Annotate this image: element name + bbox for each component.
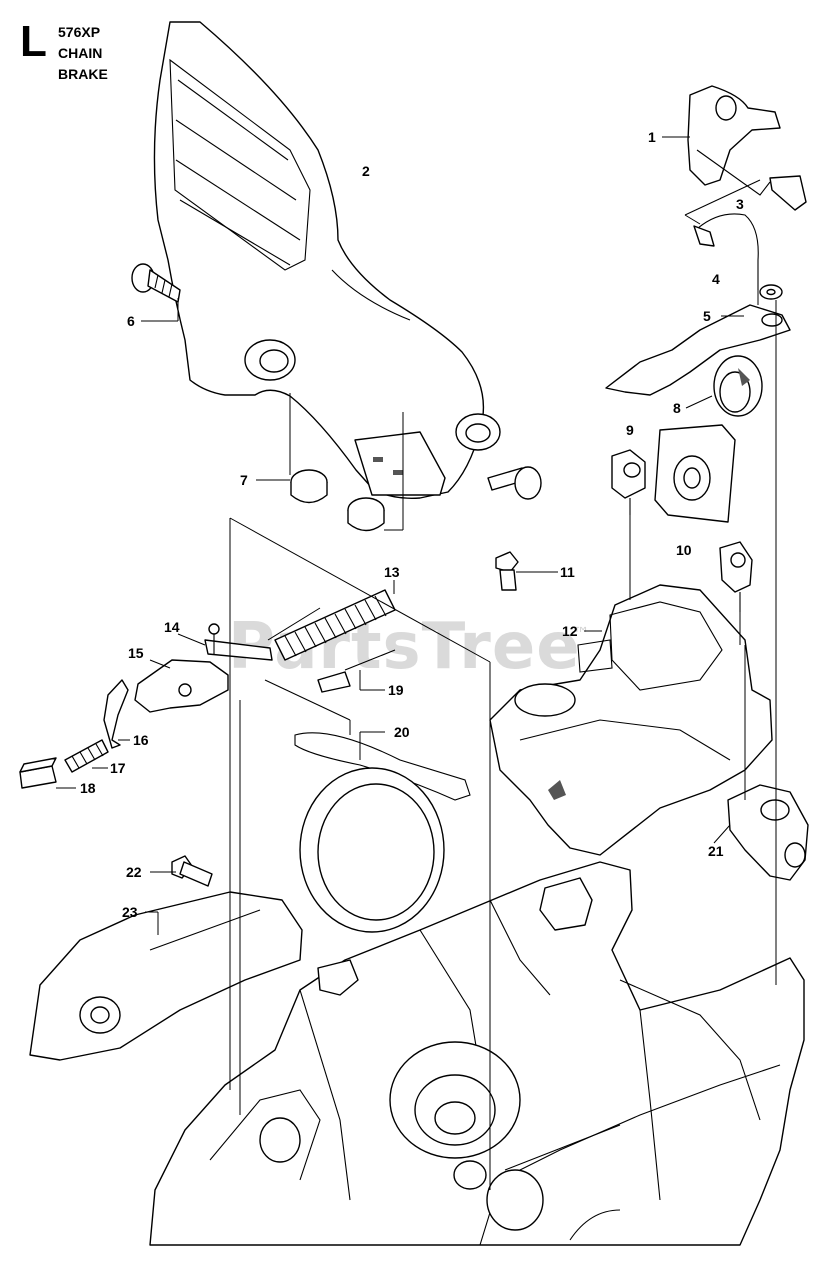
callout-18: 18 [80, 780, 96, 796]
callout-15: 15 [128, 645, 144, 661]
washer-part-4[interactable] [759, 284, 783, 300]
callout-16: 16 [133, 732, 149, 748]
callout-17: 17 [110, 760, 126, 776]
callout-11: 11 [560, 564, 575, 580]
callout-12: 12 [562, 623, 578, 639]
brake-lever-part-5[interactable] [605, 304, 791, 396]
hand-guard-part-2[interactable] [153, 21, 501, 499]
crankcase-body [149, 861, 805, 1246]
assembly-lines [229, 179, 777, 1190]
section-title-line-1: CHAIN [58, 45, 103, 61]
lever-part-16[interactable] [103, 679, 129, 749]
bolt-part-22[interactable] [171, 855, 213, 887]
watermark-tm: ™ [572, 624, 590, 645]
block-part-18[interactable] [19, 757, 57, 789]
bushing-part-7[interactable] [290, 469, 385, 532]
callout-4: 4 [712, 271, 720, 287]
callout-3: 3 [736, 196, 744, 212]
callout-23: 23 [122, 904, 138, 920]
brake-housing-part-12[interactable] [489, 584, 773, 856]
callout-22: 22 [126, 864, 142, 880]
section-letter: L [20, 17, 47, 66]
callout-6: 6 [127, 313, 135, 329]
callout-8: 8 [673, 400, 681, 416]
callout-20: 20 [394, 724, 410, 740]
callout-21: 21 [708, 843, 724, 859]
pin-part-19[interactable] [317, 649, 396, 693]
section-title-line-2: BRAKE [58, 66, 108, 82]
callout-10: 10 [676, 542, 692, 558]
callout-1: 1 [648, 129, 656, 145]
bracket-block[interactable] [654, 424, 736, 523]
callout-2: 2 [362, 163, 370, 179]
spring-part-13[interactable] [274, 589, 396, 661]
latch-part-15[interactable] [134, 659, 229, 713]
small-spring-part-17[interactable] [64, 739, 109, 773]
model-number: 576XP [58, 24, 101, 40]
cap-part-8[interactable] [713, 355, 763, 417]
callout-leaders [56, 136, 744, 935]
coupling-part-10[interactable] [719, 541, 753, 612]
cover-part-21[interactable] [727, 784, 809, 881]
callout-19: 19 [388, 682, 404, 698]
callout-13: 13 [384, 564, 400, 580]
brake-band-part-20[interactable] [294, 732, 471, 933]
callout-numbers: 1 2 3 4 5 6 7 8 9 10 11 12 13 14 15 19 2… [80, 129, 744, 920]
callout-9: 9 [626, 422, 634, 438]
callout-5: 5 [703, 308, 711, 324]
latch-part-14[interactable] [204, 623, 273, 661]
lever-part-1[interactable] [687, 85, 807, 211]
callout-7: 7 [240, 472, 248, 488]
guard-bolt[interactable] [487, 466, 542, 500]
side-cover-part-23[interactable] [29, 891, 303, 1061]
wire-spring-part-3[interactable] [693, 213, 759, 290]
callout-14: 14 [164, 619, 180, 635]
bolt-part-11[interactable] [495, 551, 519, 591]
knob-part-9[interactable] [611, 449, 646, 515]
